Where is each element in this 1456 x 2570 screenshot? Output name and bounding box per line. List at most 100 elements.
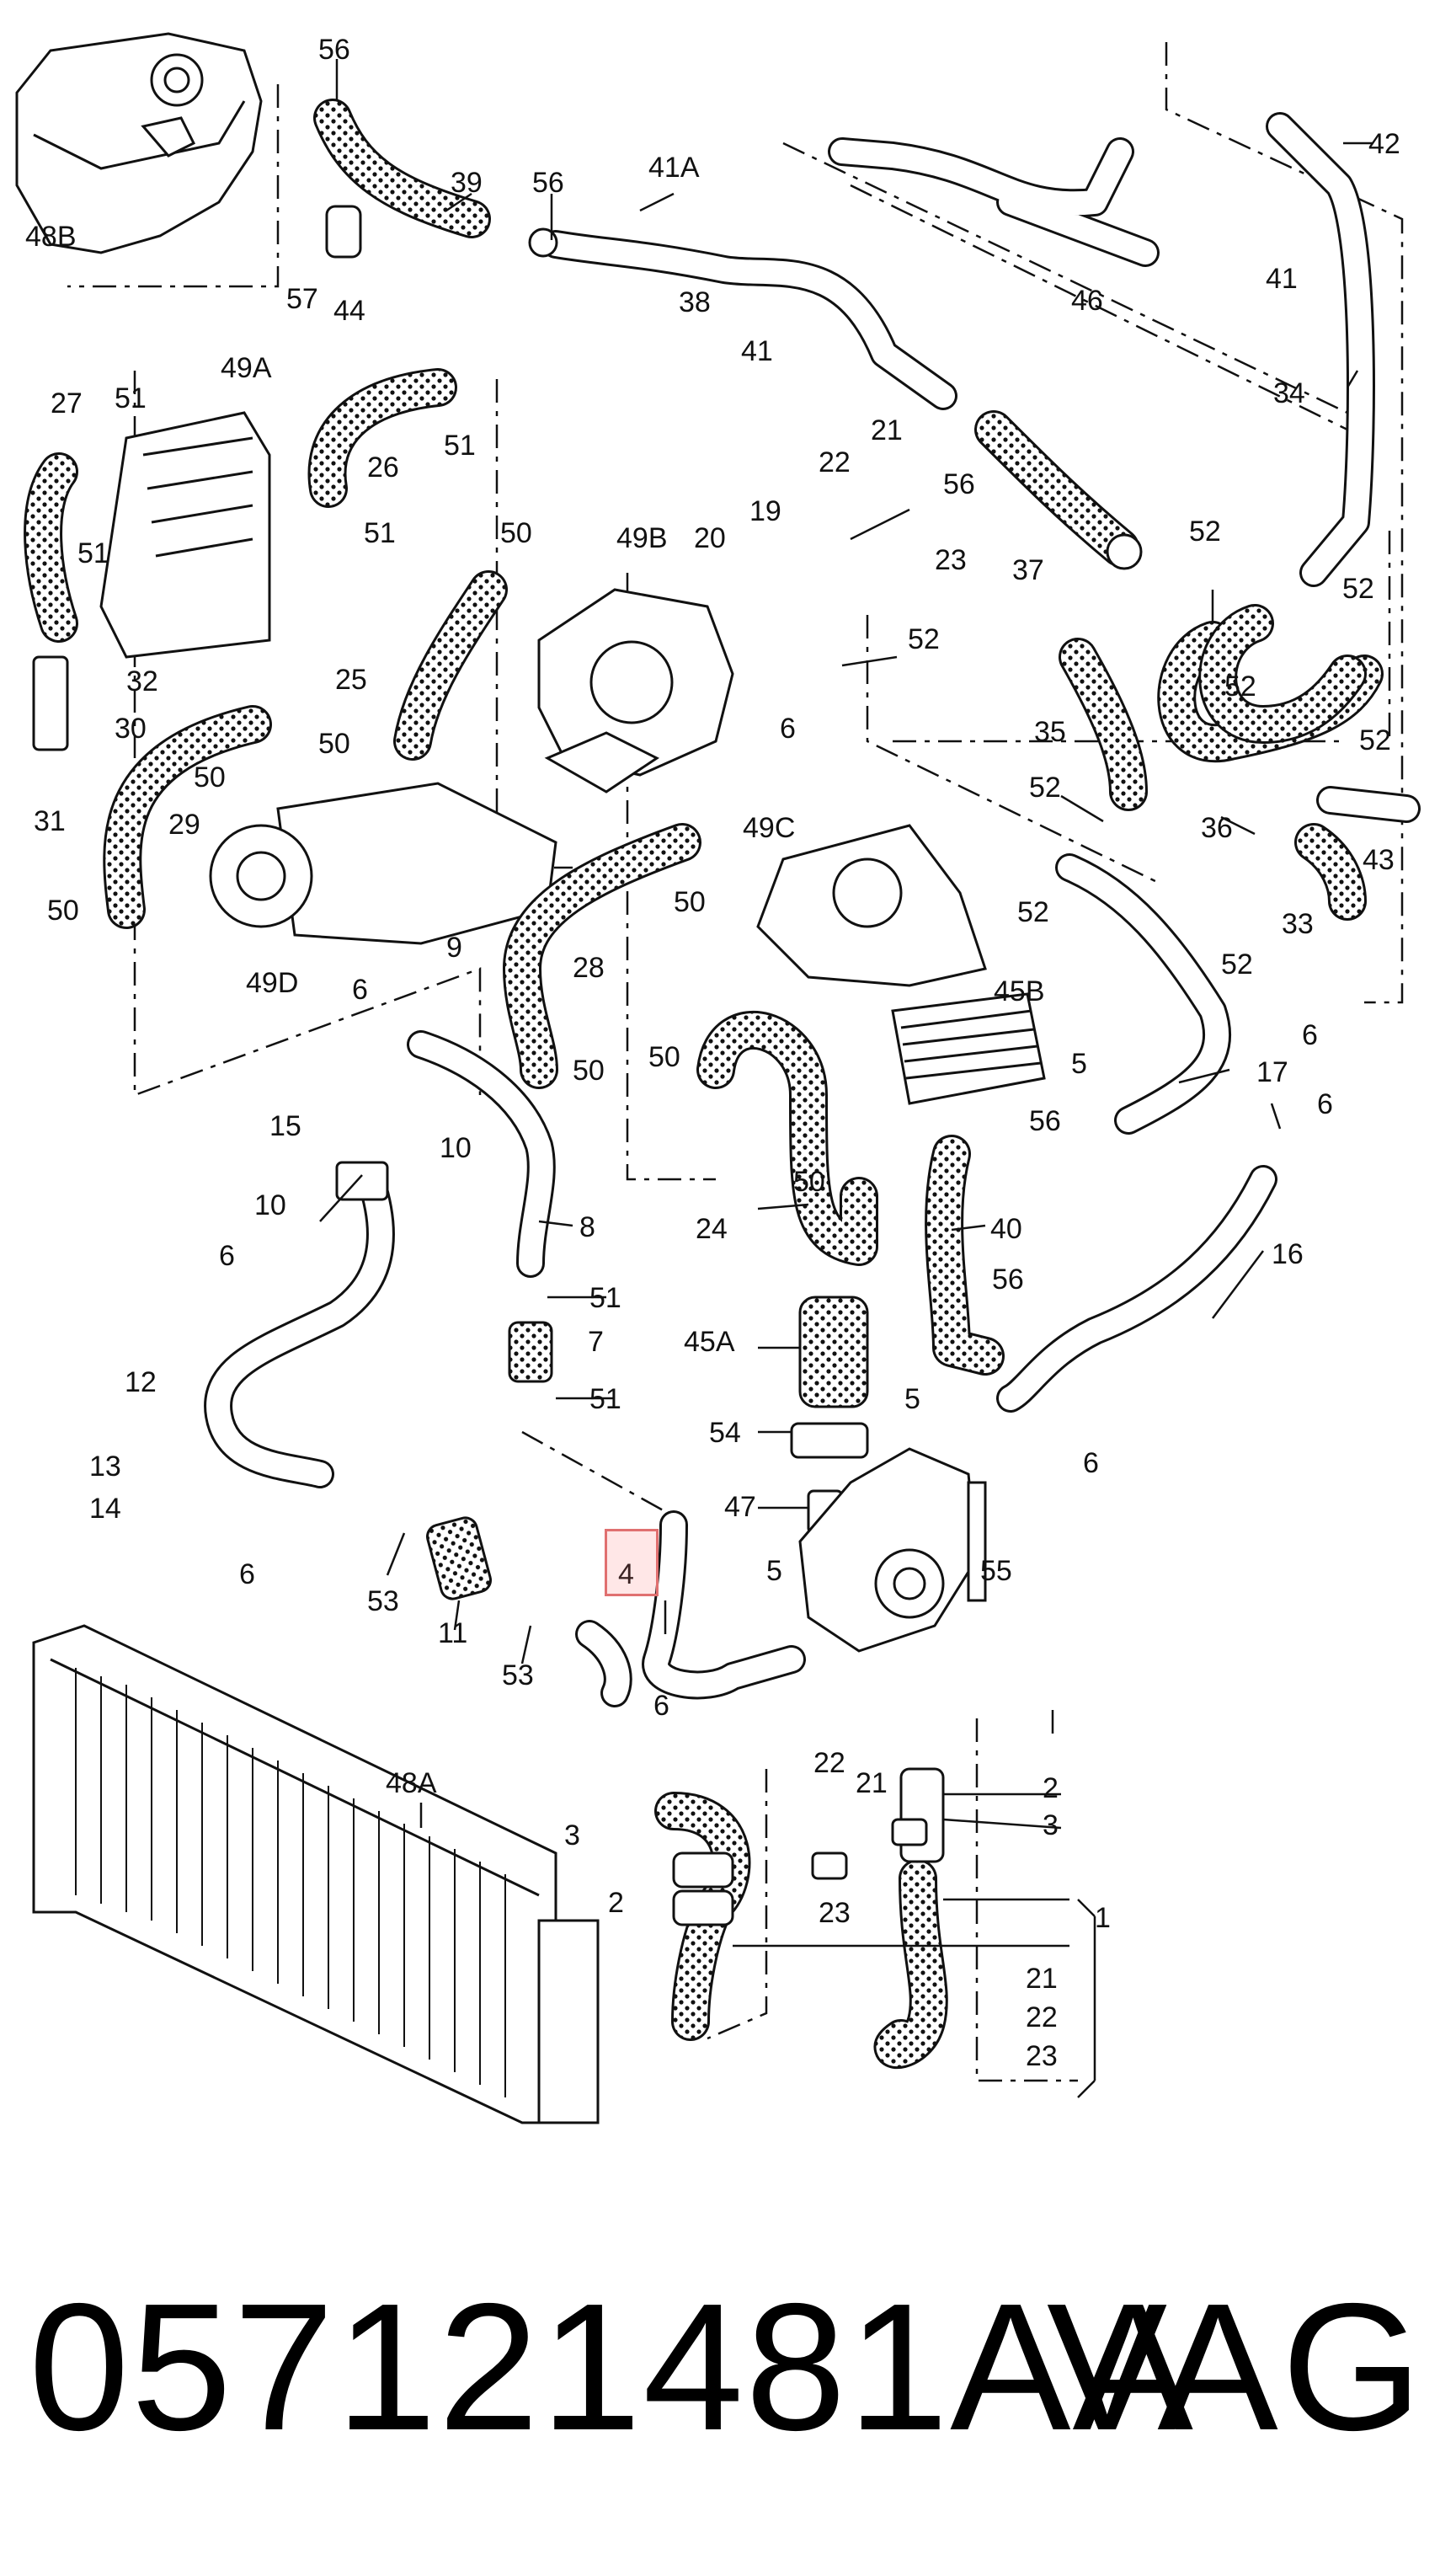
callout-label: 12 [125,1366,157,1398]
callout-label: 52 [1189,516,1221,548]
callout-label: 51 [77,537,109,569]
pump-housing-49c [756,824,987,987]
callout-label: 51 [115,382,147,414]
callout-label: 22 [1026,2001,1058,2033]
callout-label: 50 [47,895,79,927]
callout-label: 3 [564,1819,580,1851]
callout-label: 41 [741,335,773,367]
callout-label: 48B [25,221,77,253]
callout-label: 2 [1043,1772,1059,1804]
callout-label: 17 [1256,1056,1288,1088]
callout-label: 48A [386,1767,437,1799]
callout-label: 37 [1012,554,1044,586]
hoses-24-40 [696,1011,1005,1376]
callout-label: 23 [1026,2040,1058,2072]
callout-label: 54 [709,1417,741,1449]
coolant-reservoir-48b [15,32,263,254]
callout-label: 56 [318,34,350,66]
callout-label: 33 [1282,908,1314,940]
pipe-8 [407,1030,556,1278]
callout-label: 6 [653,1690,669,1722]
top-hoses [313,99,1375,587]
callout-label: 23 [819,1897,851,1929]
brand-name: VAG [1046,2265,1426,2468]
callout-label: 15 [269,1110,301,1142]
callout-label: 29 [168,809,200,841]
callout-label: 42 [1368,128,1400,160]
callout-label: 50 [194,761,226,793]
callout-label: 40 [990,1213,1022,1245]
callout-label: 43 [1363,844,1395,876]
callout-label: 51 [364,517,396,549]
right-hose-cluster [1059,604,1421,921]
callout-label: 47 [724,1491,756,1523]
callout-label: 52 [1359,724,1391,756]
callout-label: 53 [502,1659,534,1691]
callout-label: 31 [34,805,66,837]
callout-label: 14 [89,1493,121,1525]
callout-label: 1 [1095,1902,1111,1934]
callout-label: 49A [221,352,272,384]
callout-label: 22 [819,446,851,478]
callout-label: 52 [1342,573,1374,605]
footer: 057121481AA VAG [0,2257,1456,2476]
callout-label: 5 [766,1555,782,1587]
callout-label: 4 [618,1558,634,1590]
callout-label: 49B [616,522,668,554]
callout-label: 11 [438,1617,467,1649]
callout-label: 34 [1273,377,1305,409]
callout-label: 13 [89,1451,121,1483]
callout-label: 50 [318,728,350,760]
callout-label: 45B [994,975,1045,1007]
callout-label: 6 [1317,1088,1333,1120]
callout-label: 45A [684,1326,735,1358]
callout-label: 52 [908,623,940,655]
callout-label: 52 [1017,896,1049,928]
callout-label: 6 [1083,1447,1099,1479]
callout-label: 21 [856,1767,888,1799]
callout-label: 2 [608,1887,624,1919]
callout-label: 50 [648,1041,680,1073]
callout-label: 41A [648,152,700,184]
callout-label: 19 [749,495,781,527]
callout-label: 46 [1071,285,1103,317]
callout-label: 7 [588,1326,604,1358]
callout-label: 50 [573,1055,605,1087]
part-number: 057121481AA [29,2265,1195,2468]
thermostat-housing-49b [393,570,734,793]
hose-11-pipe-4 [426,1510,806,1707]
callout-label: 52 [1029,772,1061,804]
callout-label: 3 [1043,1809,1059,1841]
callout-labels: 56 39 56 41A 42 48B 57 44 38 46 41 41 34… [25,34,1400,2072]
callout-label: 21 [1026,1963,1058,1995]
callout-label: 25 [335,664,367,696]
callout-label: 44 [333,295,365,327]
callout-label: 56 [1029,1105,1061,1137]
callout-label: 10 [440,1132,472,1164]
callout-label: 49D [246,967,298,999]
callout-label: 53 [367,1585,399,1617]
callout-label: 51 [444,430,476,462]
oil-cooler-45b [891,992,1046,1105]
callout-label: 16 [1272,1238,1304,1270]
pump-assembly [798,1447,987,1653]
callout-label: 6 [219,1240,235,1272]
callout-label: 52 [1221,948,1253,980]
callout-label: 36 [1201,812,1233,844]
callout-label: 28 [573,952,605,984]
callout-label: 39 [451,167,483,199]
callout-label: 27 [51,387,83,419]
callout-label: 24 [696,1213,728,1245]
callout-label: 6 [239,1558,255,1590]
callout-label: 32 [126,665,158,697]
callout-label: 57 [286,283,318,315]
water-pump-49d [103,705,557,945]
callout-label: 6 [352,974,368,1006]
callout-label: 50 [793,1166,825,1198]
callout-label: 6 [780,713,796,745]
hose-28 [503,823,701,1089]
callout-label: 6 [1302,1019,1318,1051]
callout-label: 55 [980,1555,1012,1587]
callout-label: 22 [813,1747,845,1779]
callout-label: 5 [1071,1048,1087,1080]
